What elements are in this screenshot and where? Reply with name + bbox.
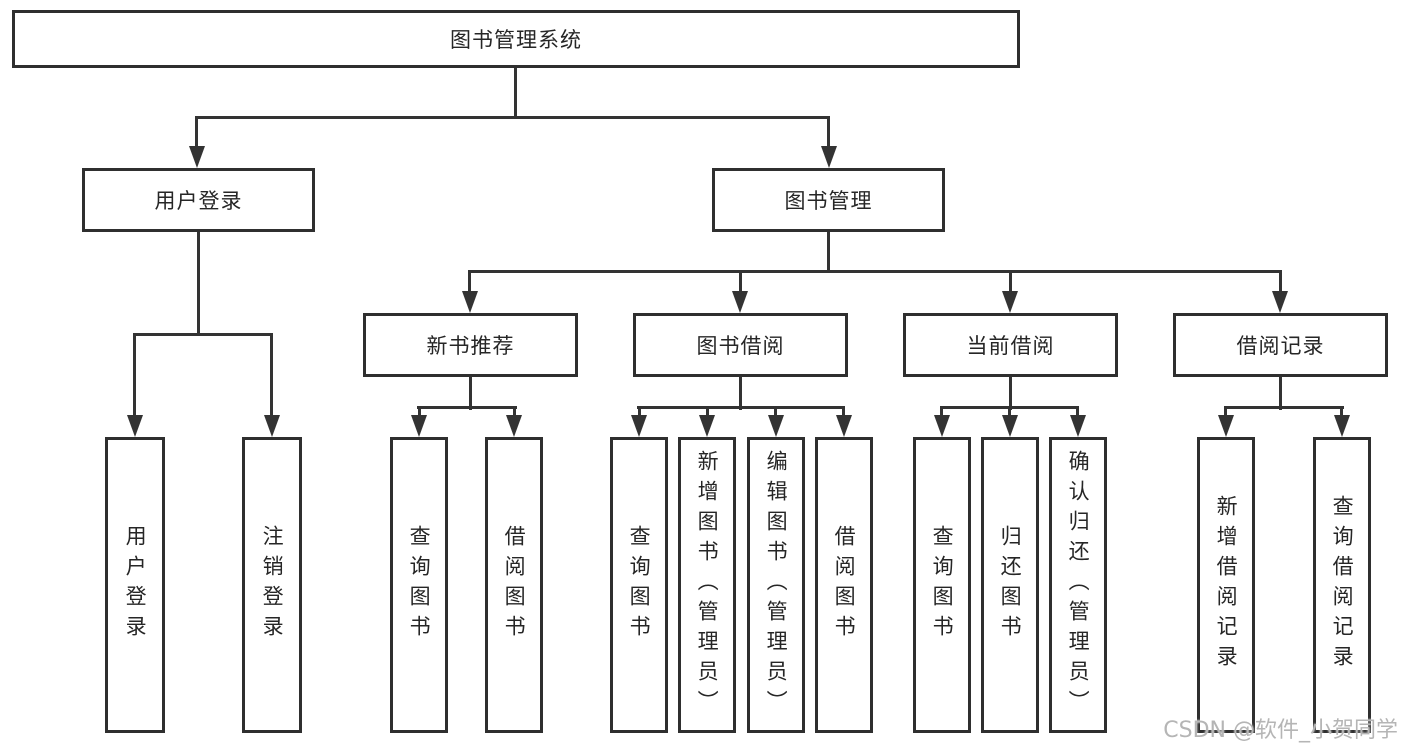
connector-line <box>739 270 742 291</box>
leaf-borrow-books-recommend: 借阅图书 <box>485 437 543 733</box>
node-label: 借阅记录 <box>1236 334 1325 358</box>
connector-line <box>133 333 273 336</box>
connector-line <box>468 270 1282 273</box>
leaf-logout: 注销登录 <box>242 437 302 733</box>
connector-line <box>1009 270 1012 291</box>
node-label: 当前借阅 <box>966 334 1055 358</box>
connector-line <box>706 406 709 415</box>
connector-line <box>1008 406 1011 415</box>
connector-line <box>827 116 830 146</box>
connector-line <box>514 68 517 118</box>
connector-line <box>270 333 273 415</box>
connector-line <box>197 232 200 335</box>
leaf-label: 编辑图书（管理员） <box>764 450 789 720</box>
connector-line <box>1076 406 1079 415</box>
node-label: 图书借阅 <box>696 334 785 358</box>
leaf-query-borrow-record: 查询借阅记录 <box>1313 437 1371 733</box>
connector-line <box>418 406 421 415</box>
node-label: 新书推荐 <box>426 334 515 358</box>
connector-line <box>842 406 845 415</box>
connector-line <box>739 377 742 410</box>
leaf-label: 借阅图书 <box>832 525 857 645</box>
arrow-down-icon <box>836 415 852 437</box>
connector-line <box>1340 406 1343 415</box>
connector-line <box>1009 377 1012 410</box>
leaf-user-login: 用户登录 <box>105 437 165 733</box>
leaf-return-books: 归还图书 <box>981 437 1039 733</box>
leaf-label: 新增借阅记录 <box>1214 495 1239 675</box>
leaf-borrow-books: 借阅图书 <box>815 437 873 733</box>
arrow-down-icon <box>1272 291 1288 313</box>
arrow-down-icon <box>821 146 837 168</box>
node-label: 用户登录 <box>154 189 243 213</box>
arrow-down-icon <box>462 291 478 313</box>
leaf-label: 注销登录 <box>260 525 285 645</box>
node-current-borrowing: 当前借阅 <box>903 313 1118 377</box>
leaf-add-borrow-record: 新增借阅记录 <box>1197 437 1255 733</box>
csdn-watermark: CSDN @软件_小贺同学 <box>1163 718 1398 743</box>
connector-line <box>827 232 830 272</box>
arrow-down-icon <box>1218 415 1234 437</box>
arrow-down-icon <box>506 415 522 437</box>
connector-line <box>638 406 641 415</box>
connector-line <box>195 116 830 119</box>
connector-line <box>1224 406 1344 409</box>
arrow-down-icon <box>189 146 205 168</box>
arrow-down-icon <box>732 291 748 313</box>
arrow-down-icon <box>264 415 280 437</box>
node-user-login: 用户登录 <box>82 168 315 232</box>
leaf-label: 借阅图书 <box>502 525 527 645</box>
leaf-add-book-admin: 新增图书（管理员） <box>678 437 736 733</box>
arrow-down-icon <box>699 415 715 437</box>
node-library-management-system: 图书管理系统 <box>12 10 1020 68</box>
leaf-query-books-recommend: 查询图书 <box>390 437 448 733</box>
node-book-borrowing: 图书借阅 <box>633 313 848 377</box>
leaf-label: 查询图书 <box>930 525 955 645</box>
arrow-down-icon <box>127 415 143 437</box>
node-book-management: 图书管理 <box>712 168 945 232</box>
leaf-label: 用户登录 <box>123 525 148 645</box>
leaf-label: 确认归还（管理员） <box>1066 450 1091 720</box>
connector-line <box>417 406 517 409</box>
leaf-label: 查询图书 <box>407 525 432 645</box>
leaf-label: 查询借阅记录 <box>1330 495 1355 675</box>
arrow-down-icon <box>631 415 647 437</box>
connector-line <box>1224 406 1227 415</box>
node-label: 图书管理 <box>784 189 873 213</box>
connector-line <box>940 406 943 415</box>
arrow-down-icon <box>411 415 427 437</box>
node-new-book-recommendation: 新书推荐 <box>363 313 578 377</box>
leaf-label: 归还图书 <box>998 525 1023 645</box>
leaf-label: 查询图书 <box>627 525 652 645</box>
connector-line <box>1279 377 1282 410</box>
connector-line <box>774 406 777 415</box>
connector-line <box>513 406 516 415</box>
arrow-down-icon <box>1070 415 1086 437</box>
connector-line <box>195 116 198 146</box>
connector-line <box>1279 270 1282 291</box>
arrow-down-icon <box>934 415 950 437</box>
leaf-label: 新增图书（管理员） <box>695 450 720 720</box>
node-label: 图书管理系统 <box>450 28 582 52</box>
arrow-down-icon <box>1002 415 1018 437</box>
connector-line <box>637 406 845 409</box>
connector-line <box>133 333 136 415</box>
leaf-query-books-borrowing: 查询图书 <box>610 437 668 733</box>
connector-line <box>469 377 472 410</box>
leaf-confirm-return-admin: 确认归还（管理员） <box>1049 437 1107 733</box>
connector-line <box>468 270 471 291</box>
arrow-down-icon <box>1334 415 1350 437</box>
arrow-down-icon <box>1002 291 1018 313</box>
node-borrowing-records: 借阅记录 <box>1173 313 1388 377</box>
leaf-edit-book-admin: 编辑图书（管理员） <box>747 437 805 733</box>
arrow-down-icon <box>768 415 784 437</box>
leaf-query-books-current: 查询图书 <box>913 437 971 733</box>
